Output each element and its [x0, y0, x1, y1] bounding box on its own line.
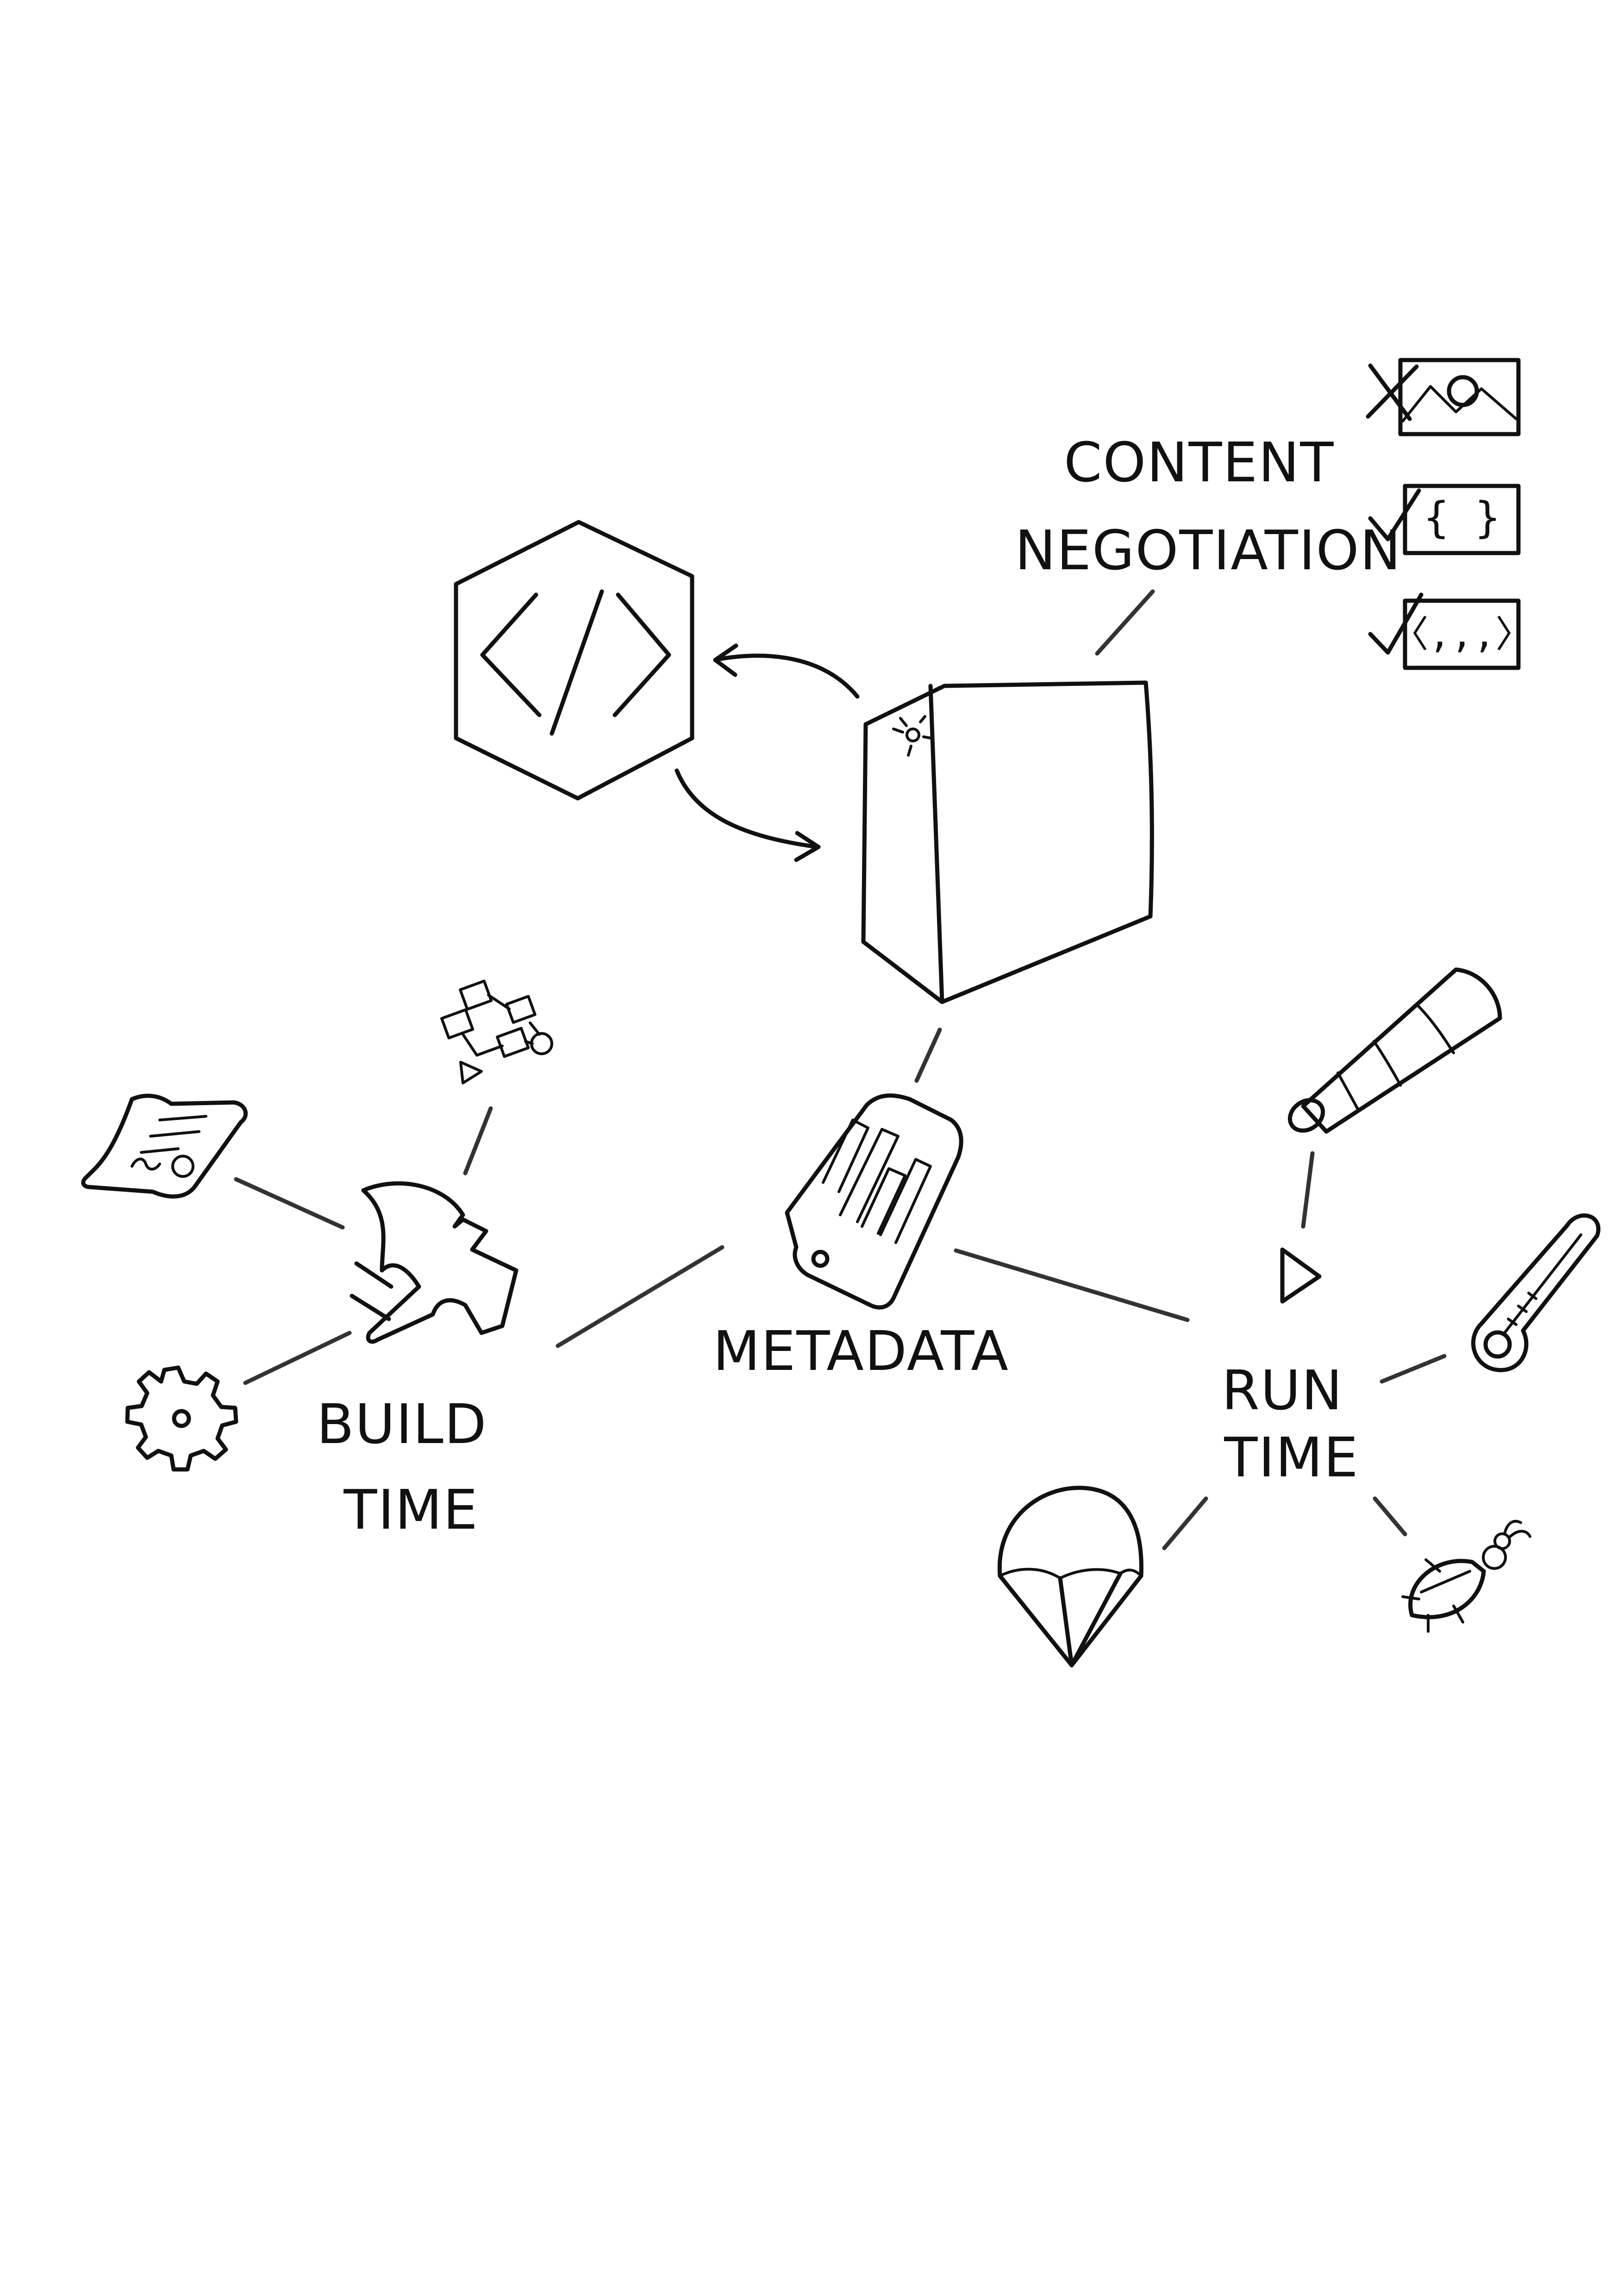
gear-icon: [125, 1365, 238, 1472]
connector-server-metadata: [914, 1027, 942, 1083]
json-glyph: { }: [1424, 493, 1500, 542]
hammer-icon: [350, 1181, 518, 1344]
server-icon: [861, 680, 1154, 1004]
connector-play-telescope: [1301, 1151, 1315, 1229]
connector-run-bug: [1373, 1496, 1407, 1537]
bug-icon: [1401, 1520, 1531, 1633]
connector-run-parachute: [1162, 1496, 1208, 1550]
connector-hammer-certificate: [234, 1177, 345, 1230]
image-format-icon: [1366, 358, 1521, 436]
connector-metadata-build: [556, 1245, 725, 1348]
xml-format-icon: 〈,,,〉: [1368, 592, 1533, 670]
flowchart-icon: [440, 979, 553, 1084]
code-hexagon-icon: [454, 520, 694, 801]
tag-icon: [785, 1093, 963, 1310]
connector-hammer-gear: [243, 1331, 352, 1385]
thermometer-icon: [1471, 1213, 1600, 1372]
content-negotiation-label: CONTENT NEGOTIATION: [1015, 430, 1402, 582]
json-format-icon: { }: [1368, 484, 1521, 555]
connector-content-negotiation: [1095, 589, 1155, 656]
certificate-icon: [81, 1094, 248, 1199]
build-time-label: BUILD TIME: [317, 1392, 506, 1542]
connector-hammer-flowchart: [463, 1106, 493, 1176]
metadata-label: METADATA: [713, 1319, 1009, 1383]
parachute-icon: [997, 1486, 1143, 1668]
play-icon: [1280, 1247, 1322, 1304]
connector-run-thermometer: [1380, 1354, 1447, 1384]
exchange-arrows: [675, 643, 860, 862]
telescope-icon: [1287, 967, 1502, 1134]
xml-glyph: 〈,,,〉: [1392, 613, 1533, 656]
run-time-label: RUN TIME: [1222, 1358, 1362, 1489]
connector-metadata-run: [954, 1248, 1190, 1322]
